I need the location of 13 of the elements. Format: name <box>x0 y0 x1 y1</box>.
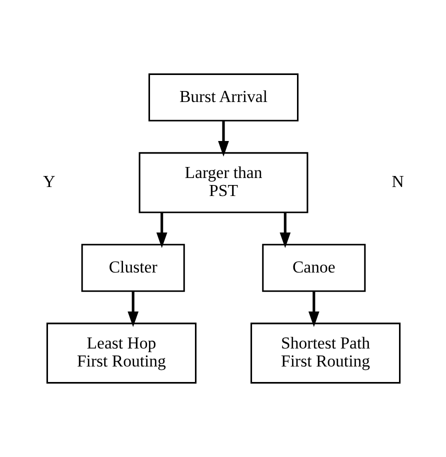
node-box: Least Hop First Routing <box>46 322 196 384</box>
arrow <box>127 291 138 328</box>
arrow <box>218 120 228 157</box>
node-box: Burst Arrival <box>148 73 298 122</box>
arrow <box>156 212 167 248</box>
arrow <box>279 212 290 248</box>
label: N <box>391 172 404 192</box>
node-box: Cluster <box>80 244 184 292</box>
node-box: Shortest Path First Routing <box>250 322 400 384</box>
node-box: Larger than PST <box>138 152 308 214</box>
label: Y <box>42 172 55 192</box>
node-box: Canoe <box>262 244 366 292</box>
arrow <box>308 291 319 328</box>
